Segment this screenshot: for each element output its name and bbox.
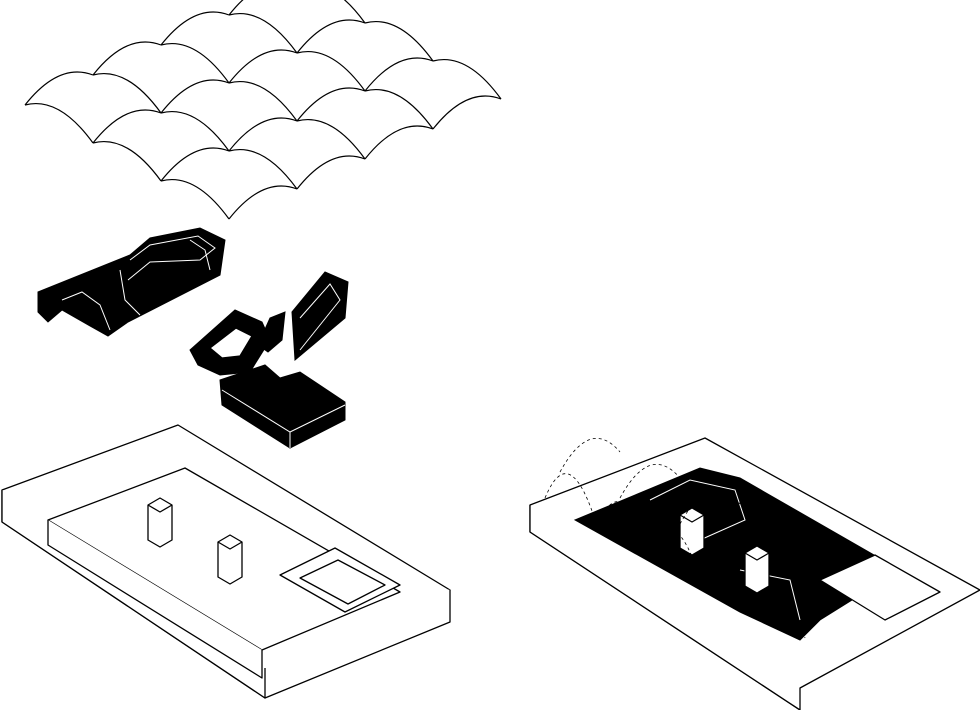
vault-arch (432, 95, 502, 130)
vault-arch (432, 59, 502, 100)
vault-arch (228, 0, 244, 16)
vaulted-roof-grid (24, 0, 502, 220)
vault-arch (296, 87, 366, 122)
black-insert-volume-slab (219, 364, 346, 449)
column-left-1 (147, 497, 173, 548)
vault-arch (296, 155, 366, 190)
vault-arch (92, 109, 162, 144)
dashed-arch (752, 585, 806, 639)
black-insert-volume-ring (189, 309, 286, 376)
vault-arch (160, 79, 230, 114)
vault-arch (228, 81, 298, 122)
vault-arch (92, 41, 162, 76)
vault-arch (343, 0, 366, 24)
vault-arch (228, 185, 298, 220)
vault-arch (228, 13, 298, 54)
column-left-2 (217, 534, 243, 585)
vault-arch (296, 51, 366, 92)
dashed-arch (700, 557, 754, 611)
black-insert-volume-left (37, 227, 226, 337)
column-right-2 (744, 545, 770, 594)
vault-arch (228, 149, 298, 190)
dashed-arch (544, 473, 598, 527)
dashed-arch (559, 438, 621, 473)
vault-arch (296, 119, 366, 160)
vault-arch (160, 43, 230, 84)
vault-arch (364, 21, 434, 62)
vault-arch (160, 179, 230, 220)
assembled-building-right (529, 437, 980, 710)
vault-arch (24, 103, 94, 144)
vault-arch (92, 141, 162, 182)
black-insert-volume-wall (291, 271, 349, 362)
dashed-arch (596, 501, 650, 555)
dashed-vault-outlines (544, 438, 861, 639)
vault-arch (24, 71, 94, 106)
vault-arch (92, 73, 162, 114)
vault-arch (364, 89, 434, 130)
dashed-arch (648, 529, 702, 583)
base-building-shell-left (1, 424, 451, 699)
vault-arch (296, 19, 366, 54)
vault-arch (160, 147, 230, 182)
column-right-1 (679, 507, 705, 556)
vault-arch (228, 49, 298, 84)
vault-arch (160, 11, 230, 46)
vault-arch (228, 117, 298, 152)
vault-arch (364, 57, 434, 92)
vault-arch (364, 125, 434, 160)
vault-arch (160, 111, 230, 152)
